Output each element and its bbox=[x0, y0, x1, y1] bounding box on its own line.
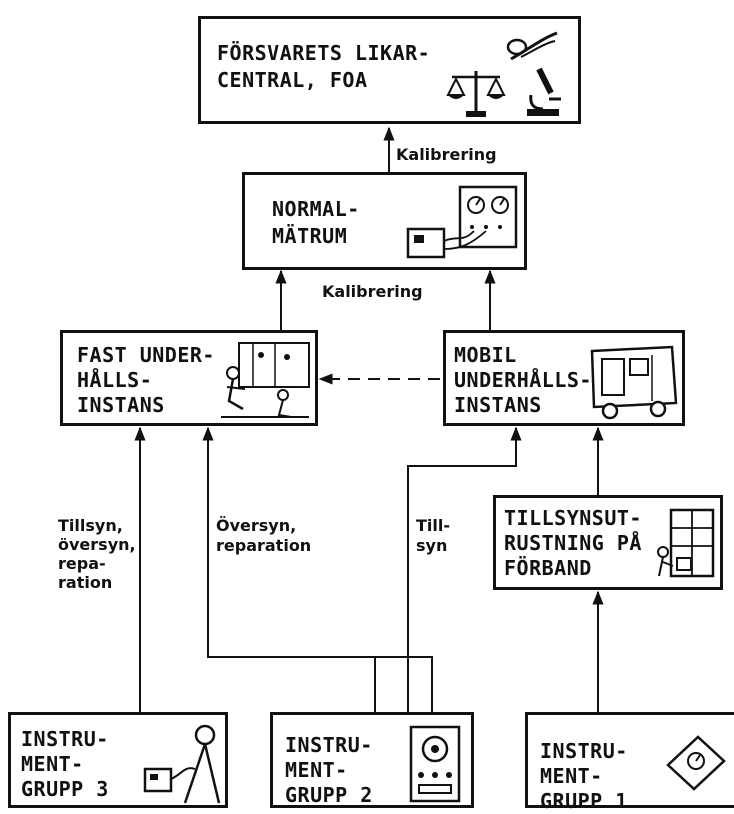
node-label-line: GRUPP 3 bbox=[21, 777, 109, 801]
edge-label-g2-fast: reparation bbox=[216, 536, 312, 555]
node-label-line: MENT- bbox=[285, 758, 348, 782]
sealing-wax-icon bbox=[506, 31, 558, 61]
node-label-line: HÅLLS- bbox=[77, 368, 153, 392]
node-normalmatrum: NORMAL- MÄTRUM bbox=[242, 172, 527, 270]
handheld-instrument-icon bbox=[666, 735, 726, 791]
node-label-line: RUSTNING PÅ bbox=[504, 531, 642, 555]
edge-g2-branch bbox=[375, 656, 433, 712]
edge-label-g2-mobil: Till- bbox=[416, 516, 451, 535]
edge-label-kalibrering: Kalibrering bbox=[322, 282, 423, 301]
edge-label-g3-fast: repa- bbox=[58, 554, 106, 573]
node-instrumentgrupp-3: INSTRU- MENT- GRUPP 3 bbox=[8, 712, 228, 808]
node-label-line: FÖRBAND bbox=[504, 556, 592, 580]
node-label-line: INSTANS bbox=[77, 393, 165, 417]
meter-instrument-icon bbox=[409, 725, 461, 803]
node-label-line: TILLSYNSUT- bbox=[504, 506, 642, 530]
microscope-icon bbox=[527, 67, 561, 116]
node-fast-underhallsinstans: FAST UNDER- HÅLLS- INSTANS bbox=[60, 330, 318, 426]
node-label-line: MENT- bbox=[21, 752, 84, 776]
measuring-equipment-icon bbox=[406, 185, 518, 259]
node-tillsynsutrustning: TILLSYNSUT- RUSTNING PÅ FÖRBAND bbox=[493, 495, 723, 590]
edge-g2-to-mobil bbox=[407, 426, 522, 712]
node-mobil-underhallsinstans: MOBIL UNDERHÅLLS- INSTANS bbox=[443, 330, 685, 426]
edge-label-kalibrering: Kalibrering bbox=[396, 145, 497, 164]
node-instrumentgrupp-1: INSTRU- MENT- GRUPP 1 bbox=[525, 712, 734, 813]
edge-label-g2-fast: Översyn, bbox=[216, 516, 297, 535]
cabinet-icon bbox=[657, 508, 715, 578]
scale-icon bbox=[446, 71, 506, 117]
node-label-line: MÄTRUM bbox=[272, 224, 348, 248]
node-label-line: MOBIL bbox=[454, 343, 517, 367]
edge-label-g3-fast: ration bbox=[58, 573, 113, 592]
node-label-line: CENTRAL, FOA bbox=[217, 68, 368, 92]
node-label-line: INSTRU- bbox=[540, 739, 628, 763]
truck-icon bbox=[590, 345, 678, 420]
node-label-line: GRUPP 2 bbox=[285, 783, 373, 807]
edge-label-g3-fast: Tillsyn, bbox=[58, 516, 123, 535]
tripod-instrument-icon bbox=[143, 724, 221, 804]
node-label-line: GRUPP 1 bbox=[540, 789, 628, 813]
node-label-line: FAST UNDER- bbox=[77, 343, 215, 367]
node-label-line: INSTRU- bbox=[21, 727, 109, 751]
workshop-icon bbox=[221, 342, 310, 418]
edge-g2-to-fast bbox=[202, 426, 376, 712]
edge-label-g2-mobil: syn bbox=[416, 536, 448, 555]
node-label-line: INSTANS bbox=[454, 393, 542, 417]
node-label-line: FÖRSVARETS LIKAR- bbox=[217, 41, 431, 65]
node-label-line: UNDERHÅLLS- bbox=[454, 368, 592, 392]
node-label-line: INSTRU- bbox=[285, 733, 373, 757]
node-forsvarets-likarcentral: FÖRSVARETS LIKAR- CENTRAL, FOA bbox=[198, 16, 581, 124]
node-instrumentgrupp-2: INSTRU- MENT- GRUPP 2 bbox=[270, 712, 474, 808]
edge-label-g3-fast: översyn, bbox=[58, 535, 136, 554]
node-label-line: NORMAL- bbox=[272, 197, 360, 221]
node-label-line: MENT- bbox=[540, 764, 603, 788]
